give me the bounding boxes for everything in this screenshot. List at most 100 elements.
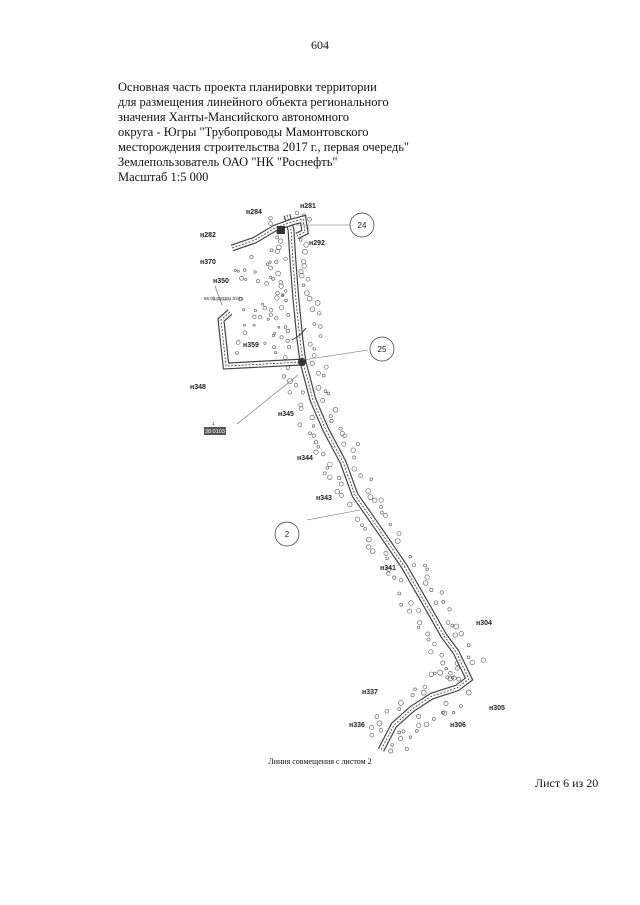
vegetation-dot [397, 707, 402, 711]
vegetation-dot [398, 700, 404, 706]
vegetation-dot [285, 338, 290, 343]
vegetation-dot [342, 433, 347, 438]
vegetation-dot [384, 708, 390, 714]
vegetation-dot [301, 263, 307, 269]
vegetation-dot [263, 341, 267, 345]
cadastral-box [204, 427, 226, 435]
vegetation-dot [447, 607, 452, 612]
vegetation-dot [399, 578, 404, 583]
circle-24-label: 24 [358, 221, 367, 230]
vegetation-dot [268, 307, 274, 313]
vegetation-dot [429, 587, 434, 592]
vegetation-dot [356, 442, 360, 447]
vegetation-dot [273, 331, 276, 335]
vegetation-dot [321, 373, 326, 378]
point-label-n336: н336 [349, 722, 365, 729]
vegetation-dot [256, 279, 260, 284]
vegetation-dot [447, 676, 453, 682]
vegetation-dot [397, 591, 402, 596]
vegetation-dot [401, 729, 406, 734]
vegetation-dot [279, 305, 284, 310]
vegetation-dot [268, 221, 273, 226]
vegetation-dot [322, 471, 327, 476]
vegetation-dot [351, 466, 357, 472]
vegetation-dot [252, 314, 257, 319]
header-line: месторождения строительства 2017 г., пер… [118, 140, 409, 154]
vegetation-dot [416, 608, 422, 613]
vegetation-dot [390, 743, 394, 747]
vegetation-dot [366, 544, 372, 550]
vegetation-dot [423, 563, 427, 568]
point-label-n344: н344 [297, 455, 313, 462]
vegetation-dot [258, 315, 263, 320]
pipeline-corridor [283, 214, 474, 752]
vegetation-dot [269, 248, 274, 253]
vegetation-dot [421, 689, 427, 696]
vegetation-dot [326, 391, 331, 396]
vegetation-dot [285, 329, 290, 334]
vegetation-dot [325, 466, 329, 470]
reference-circle-24 [349, 212, 375, 238]
vegetation-dot [337, 475, 342, 480]
vegetation-dot [264, 281, 269, 286]
point-label-n304: н304 [476, 620, 492, 627]
vegetation-dot [271, 276, 276, 281]
vegetation-dot [280, 293, 285, 298]
vegetation-dot [416, 723, 422, 728]
vegetation-dot [332, 407, 339, 413]
vegetation-dot [425, 567, 429, 571]
vegetation-dot [396, 531, 402, 537]
vegetation-dot [236, 269, 240, 273]
vegetation-dot [341, 441, 347, 447]
vegetation-dot [442, 710, 448, 716]
top-branch [230, 214, 309, 252]
vegetation-dot [283, 355, 288, 360]
vegetation-dot [413, 687, 417, 691]
vegetation-dot [416, 625, 421, 630]
vegetation-dot [386, 571, 391, 576]
vegetation-dot [379, 505, 383, 509]
vegetation-dot [274, 259, 279, 264]
vegetation-dot [278, 238, 284, 244]
vegetation-dot [284, 289, 288, 293]
vegetation-dot [278, 283, 284, 289]
vegetation-dot [298, 402, 304, 408]
vegetation-dot [238, 297, 243, 302]
vegetation-dot [378, 497, 384, 503]
vegetation-dot [445, 675, 450, 680]
vegetation-dot [316, 370, 321, 376]
point-label-n343: н343 [316, 495, 332, 502]
point-label-n292: н292 [309, 240, 325, 247]
vegetation-dot [268, 260, 272, 264]
vegetation-dot [408, 600, 414, 606]
vegetation-dot [338, 426, 343, 431]
vegetation-dot [466, 655, 471, 659]
vegetation-dot [234, 269, 237, 272]
vegetation-dot [269, 275, 273, 279]
point-label-n350: н350 [213, 278, 229, 285]
vegetation-dot [307, 216, 312, 222]
vegetation-dots [234, 210, 486, 754]
vegetation-dot [320, 397, 326, 403]
vegetation-dot [298, 269, 304, 274]
vegetation-dot [273, 351, 277, 355]
vegetation-dot [445, 620, 451, 625]
vegetation-dot [327, 474, 333, 480]
vegetation-dot [452, 632, 458, 638]
vegetation-dot [268, 265, 273, 271]
vegetation-dot [301, 283, 306, 287]
vegetation-dot [318, 324, 323, 329]
point-label-n306: н306 [450, 722, 466, 729]
vegetation-dot [329, 418, 334, 423]
vegetation-dot [441, 710, 445, 715]
vegetation-dot [284, 298, 288, 302]
vegetation-dot [312, 353, 317, 358]
reference-circle-25 [369, 336, 395, 362]
sheet-join-caption: Линия совмещения с листом 2 [268, 757, 372, 766]
vegetation-dot [363, 527, 367, 531]
reference-circles [274, 212, 395, 547]
land-user-line: Землепользователь ОАО "НК "Роснефть" [118, 155, 338, 169]
vegetation-dot [369, 477, 373, 481]
vegetation-dot [453, 623, 460, 630]
vegetation-dot [354, 516, 361, 522]
